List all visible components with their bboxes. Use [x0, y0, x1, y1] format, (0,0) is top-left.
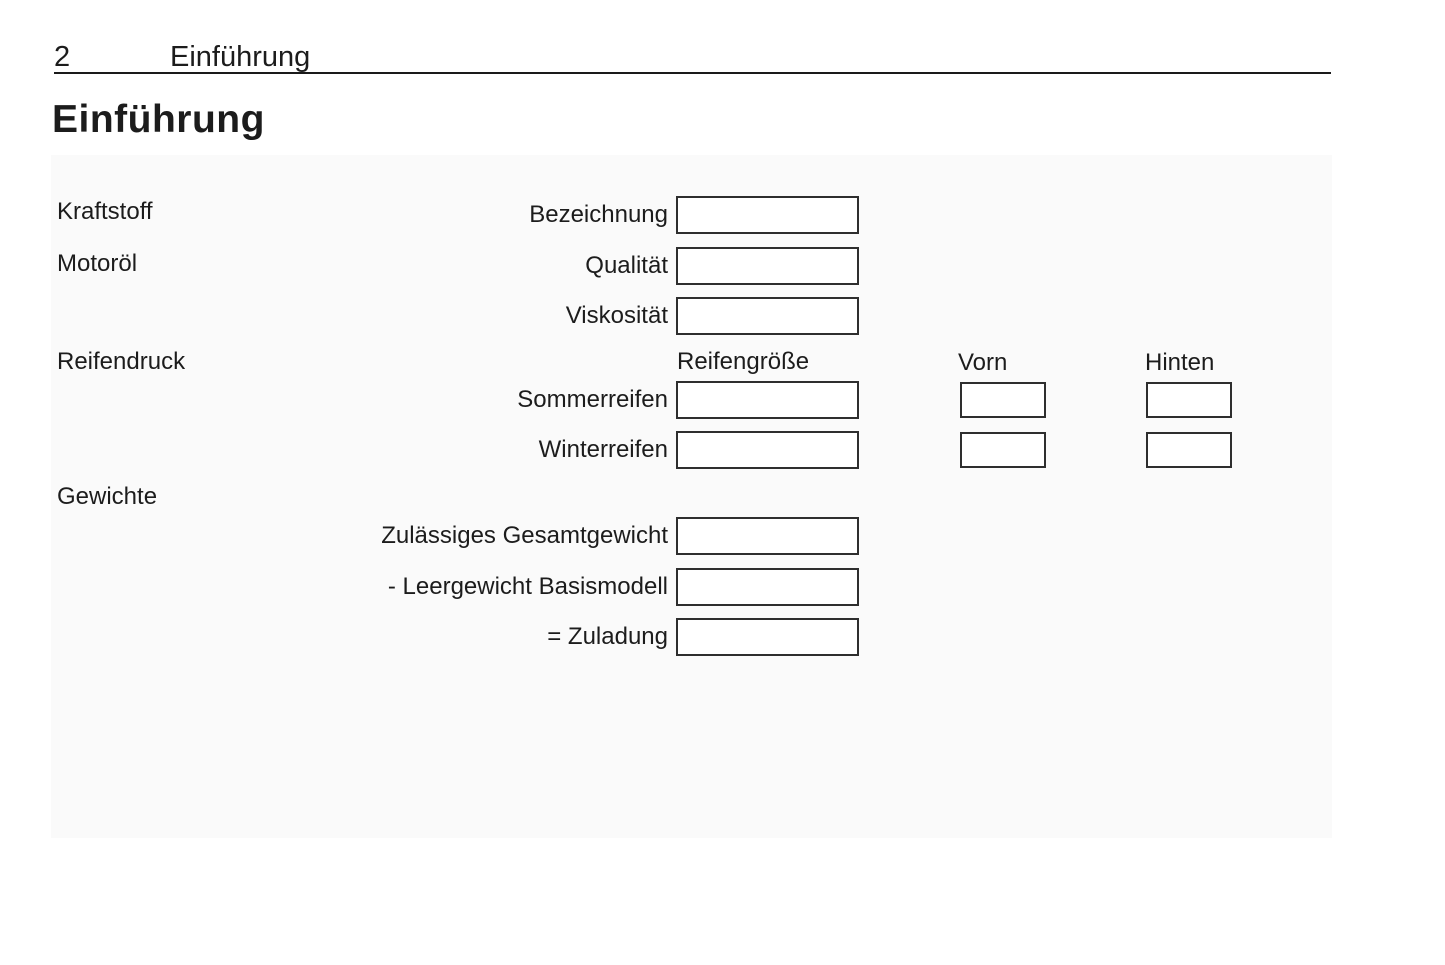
column-header-vorn: Vorn: [958, 349, 1008, 376]
column-header-hinten: Hinten: [1145, 349, 1215, 376]
input-viskositaet[interactable]: [676, 297, 859, 335]
field-label-zuladung: = Zuladung: [547, 623, 668, 650]
header-divider: [54, 72, 1331, 74]
input-gesamtgewicht[interactable]: [676, 517, 859, 555]
input-winterreifen-groesse[interactable]: [676, 431, 859, 469]
section-label-motoroel: Motoröl: [57, 250, 138, 277]
input-winterreifen-vorn[interactable]: [960, 432, 1046, 468]
field-label-qualitaet: Qualität: [585, 252, 668, 279]
input-leergewicht[interactable]: [676, 568, 859, 606]
page-title: Einführung: [52, 98, 265, 141]
input-qualitaet[interactable]: [676, 247, 859, 285]
section-label-kraftstoff: Kraftstoff: [57, 198, 153, 225]
input-sommerreifen-vorn[interactable]: [960, 382, 1046, 418]
field-label-leergewicht: - Leergewicht Basismodell: [387, 573, 668, 600]
field-label-sommerreifen: Sommerreifen: [517, 386, 668, 413]
section-label-reifendruck: Reifendruck: [57, 348, 186, 375]
field-label-winterreifen: Winterreifen: [538, 436, 668, 463]
section-label-gewichte: Gewichte: [57, 483, 158, 510]
input-winterreifen-hinten[interactable]: [1146, 432, 1232, 468]
input-bezeichnung[interactable]: [676, 196, 859, 234]
field-label-bezeichnung: Bezeichnung: [529, 201, 668, 228]
running-header-chapter: Einführung: [170, 41, 311, 73]
input-zuladung[interactable]: [676, 618, 859, 656]
input-sommerreifen-groesse[interactable]: [676, 381, 859, 419]
column-header-reifengroesse: Reifengröße: [677, 348, 810, 375]
input-sommerreifen-hinten[interactable]: [1146, 382, 1232, 418]
field-label-gesamtgewicht: Zulässiges Gesamtgewicht: [381, 522, 668, 549]
page-number: 2: [54, 41, 71, 73]
field-label-viskositaet: Viskosität: [565, 302, 668, 329]
